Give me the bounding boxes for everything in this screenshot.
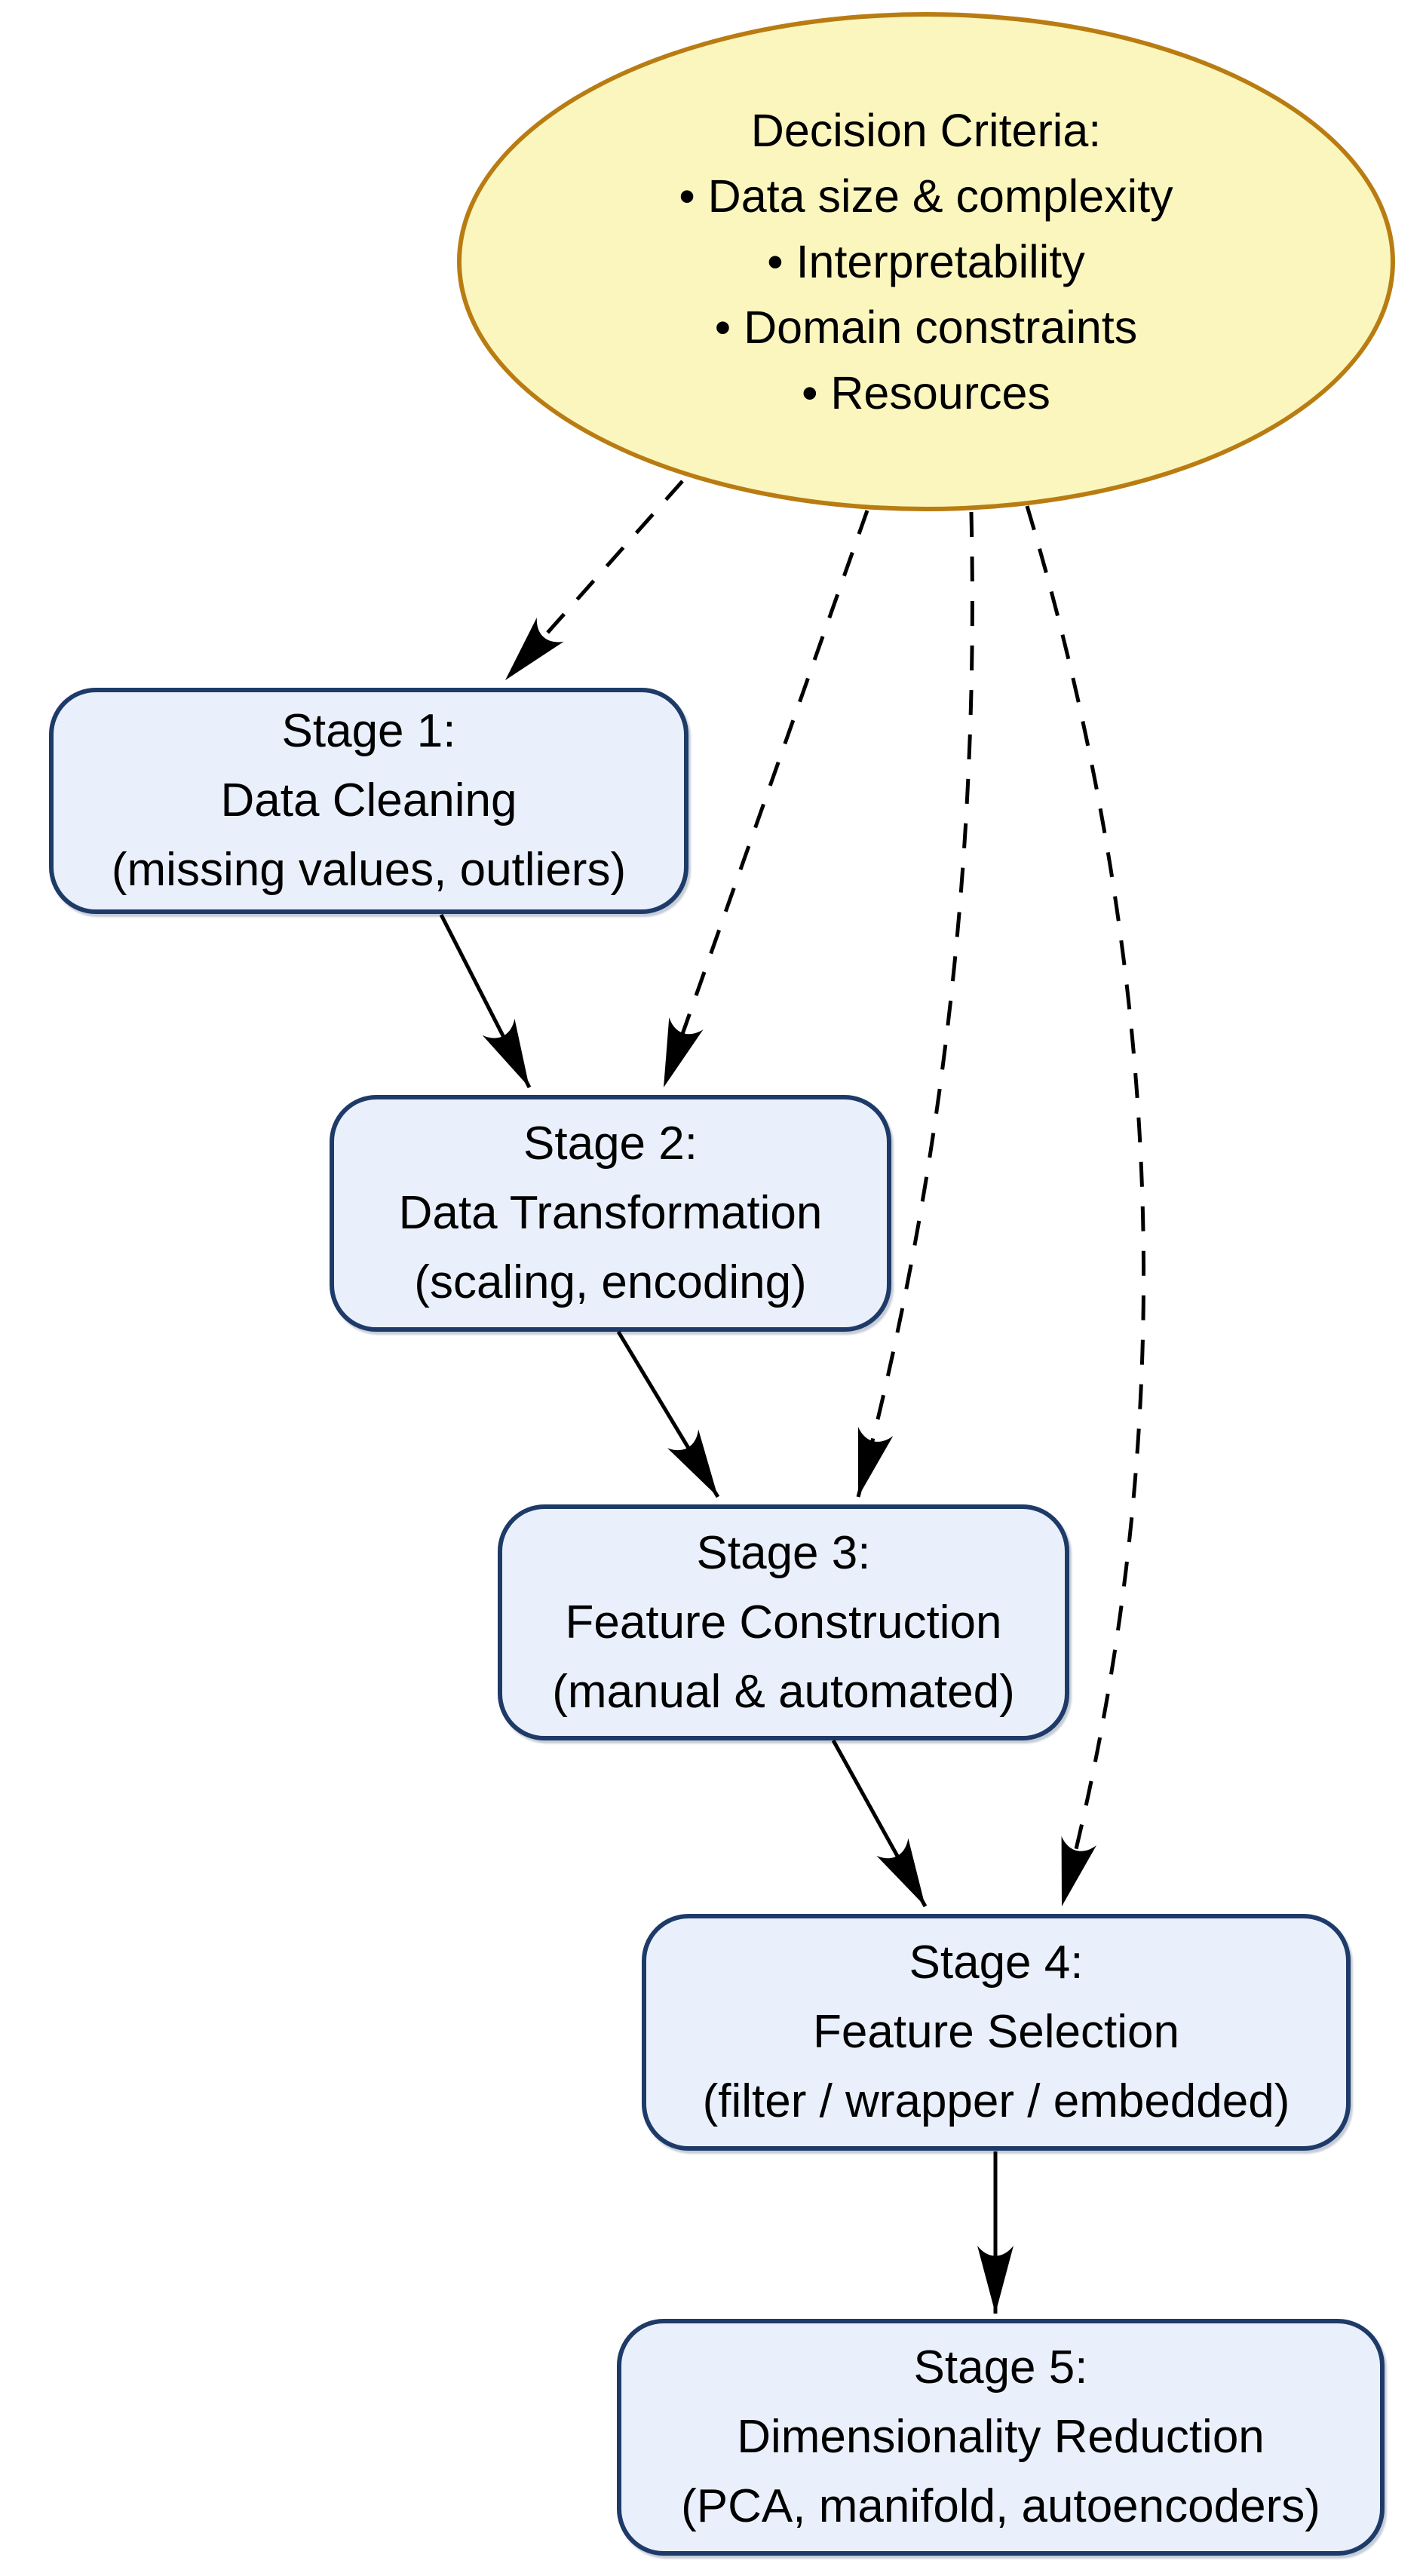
stage-title: Stage 5: [913, 2341, 1088, 2394]
stage-name: Data Cleaning [220, 774, 517, 826]
stage-detail: (scaling, encoding) [414, 1256, 807, 1308]
stage-detail: (filter / wrapper / embedded) [702, 2075, 1290, 2127]
stage4-node: Stage 4: Feature Selection (filter / wra… [642, 1914, 1351, 2151]
stage2-node: Stage 2: Data Transformation (scaling, e… [330, 1095, 891, 1332]
stage-name: Feature Selection [813, 2006, 1179, 2058]
stage3-node: Stage 3: Feature Construction (manual & … [498, 1504, 1069, 1740]
solid-arrow-stage2-to-stage3 [616, 1330, 720, 1498]
stage1-node: Stage 1: Data Cleaning (missing values, … [49, 688, 688, 914]
stage-title: Stage 3: [696, 1526, 871, 1579]
dashed-arrow-criteria-to-stage1 [504, 480, 684, 682]
stage-detail: (manual & automated) [552, 1665, 1015, 1718]
stage5-node: Stage 5: Dimensionality Reduction (PCA, … [617, 2319, 1385, 2556]
stage-title: Stage 1: [281, 705, 456, 757]
stage-title: Stage 4: [909, 1937, 1084, 1989]
stage-name: Dimensionality Reduction [737, 2411, 1265, 2463]
criteria-bullet: • Domain constraints [714, 301, 1138, 353]
dashed-arrow-criteria-to-stage3 [856, 511, 974, 1498]
criteria-bullet: • Data size & complexity [679, 170, 1173, 222]
dashed-arrow-criteria-to-stage2 [661, 510, 869, 1088]
stage-name: Data Transformation [398, 1187, 823, 1239]
criteria-bullet: • Resources [802, 366, 1050, 419]
stage-title: Stage 2: [523, 1118, 698, 1170]
solid-arrow-stage3-to-stage4 [831, 1739, 928, 1908]
decision-criteria-title: Decision Criteria: [750, 104, 1102, 156]
stage-detail: (missing values, outliers) [111, 844, 627, 896]
decision-criteria-node: Decision Criteria: • Data size & complex… [457, 12, 1395, 511]
stage-name: Feature Construction [565, 1596, 1002, 1648]
solid-arrow-stage1-to-stage2 [439, 913, 532, 1089]
stage-detail: (PCA, manifold, autoencoders) [681, 2480, 1320, 2532]
criteria-bullet: • Interpretability [767, 235, 1085, 287]
